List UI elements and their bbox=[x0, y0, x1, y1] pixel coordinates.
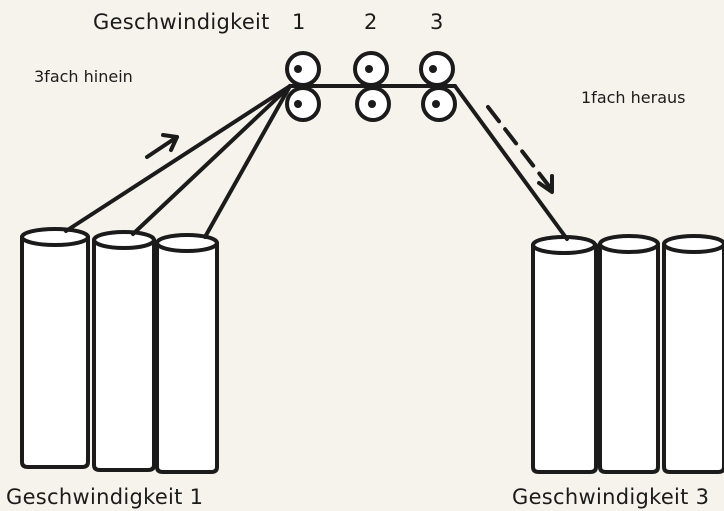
roller-number-1: 1 bbox=[292, 10, 306, 34]
input-sliver-3 bbox=[203, 84, 292, 239]
input-sliver-1 bbox=[64, 84, 292, 233]
right-can-3 bbox=[662, 234, 724, 474]
right-can-2 bbox=[598, 234, 660, 474]
left-cans bbox=[20, 227, 219, 474]
left-can-3 bbox=[155, 233, 219, 474]
right-can-1 bbox=[531, 235, 598, 474]
speed-heading: Geschwindigkeit bbox=[93, 10, 270, 34]
roller-pair-1 bbox=[285, 51, 321, 122]
input-sliver-2 bbox=[131, 84, 292, 236]
right-caption: Geschwindigkeit 3 bbox=[512, 485, 710, 509]
dashed-arrow-down-right-icon bbox=[486, 105, 554, 194]
arrow-up-right-icon bbox=[145, 133, 179, 159]
input-note: 3fach hinein bbox=[34, 67, 133, 86]
roller-pairs bbox=[285, 51, 457, 122]
roller-pair-2 bbox=[353, 51, 391, 122]
roller-pair-3 bbox=[419, 51, 457, 122]
left-can-1 bbox=[20, 227, 90, 469]
output-note: 1fach heraus bbox=[581, 88, 686, 107]
right-cans bbox=[531, 234, 724, 474]
left-caption: Geschwindigkeit 1 bbox=[6, 485, 204, 509]
roller-number-2: 2 bbox=[364, 10, 378, 34]
input-slivers bbox=[64, 84, 292, 239]
roller-number-3: 3 bbox=[430, 10, 444, 34]
left-can-2 bbox=[92, 230, 156, 472]
